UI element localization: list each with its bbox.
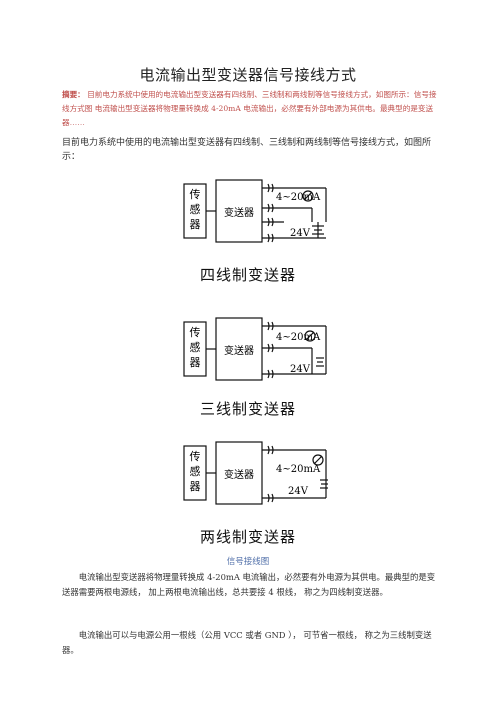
abstract: 摘要： 目前电力系统中使用的电流输出型变送器有四线制、三线制和两线制等信号接线方… — [62, 88, 442, 130]
svg-text:感: 感 — [190, 465, 201, 478]
svg-text:感: 感 — [190, 341, 201, 354]
four-wire-diagram: 传 感 器 变送器 4~20mA 24V — [178, 176, 328, 258]
current-label-1: 4~20mA — [276, 192, 321, 203]
svg-text:器: 器 — [190, 356, 201, 369]
current-label-2: 4~20mA — [276, 332, 321, 343]
voltage-label-2: 24V — [290, 364, 311, 375]
svg-text:感: 感 — [190, 203, 201, 216]
four-wire-circuit: 传 感 器 变送器 4~20mA 24V — [183, 179, 327, 243]
two-wire-caption: 两线制变送器 — [199, 528, 296, 546]
two-wire-diagram: 传 感 器 变送器 4~20mA 24V — [178, 436, 332, 512]
paragraph-three-wire: 电流输出可以与电源公用一根线（公用 VCC 或者 GND ）， 可节省一根线， … — [62, 630, 432, 655]
abstract-label: 摘要： — [62, 90, 85, 99]
transmitter-label-1: 变送器 — [224, 206, 254, 219]
three-wire-circuit: 传 感 器 变送器 4~20mA 24V — [183, 317, 327, 381]
paragraph-four-wire: 电流输出型变送器将物理量转换成 4-20mA 电流输出，必然要有外电源为其供电。… — [62, 572, 436, 597]
sensor-label-3: 传 — [190, 450, 201, 463]
transmitter-label-2: 变送器 — [224, 344, 254, 357]
svg-text:器: 器 — [190, 480, 201, 493]
abstract-ellipsis: …… — [69, 118, 85, 127]
four-wire-caption: 四线制变送器 — [199, 266, 296, 284]
intro-paragraph: 目前电力系统中使用的电流输出型变送器有四线制、三线制和两线制等信号接线方式，如图… — [62, 138, 432, 162]
voltage-label-3: 24V — [288, 486, 309, 497]
voltage-label-1: 24V — [290, 228, 311, 239]
transmitter-label-3: 变送器 — [224, 468, 254, 481]
svg-text:器: 器 — [190, 218, 201, 231]
current-label-3: 4~20mA — [276, 464, 321, 475]
three-wire-diagram: 传 感 器 变送器 4~20mA 24V — [178, 316, 328, 390]
document-title: 电流输出型变送器信号接线方式 — [139, 66, 357, 84]
abstract-text: 目前电力系统中使用的电流输出型变送器有四线制、三线制和两线制等信号接线方式，如图… — [62, 90, 437, 127]
sensor-label-1: 传 — [190, 188, 201, 201]
sensor-label-2: 传 — [190, 326, 201, 339]
three-wire-caption: 三线制变送器 — [199, 400, 296, 418]
two-wire-circuit: 传 感 器 变送器 4~20mA 24V — [183, 441, 332, 505]
figure-caption: 信号接线图 — [226, 557, 270, 567]
